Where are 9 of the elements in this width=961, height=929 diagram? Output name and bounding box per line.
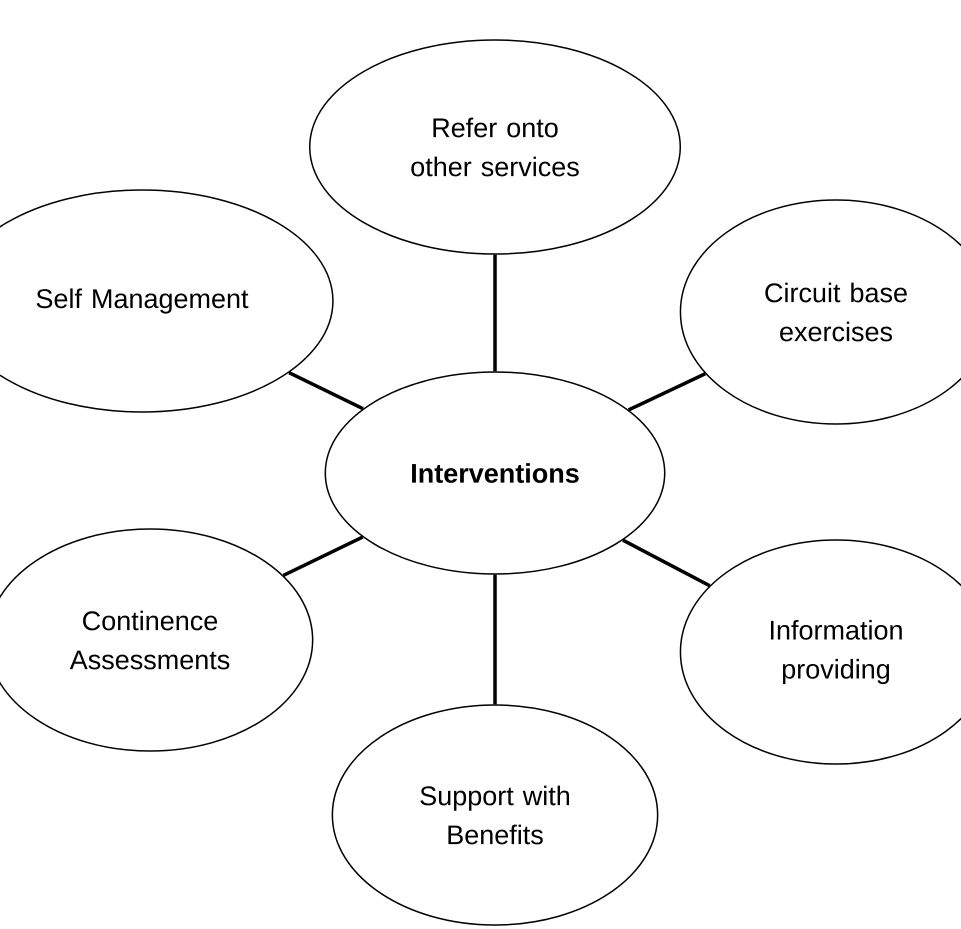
- ellipse-node: Interventions: [324, 371, 666, 575]
- connector-line: [622, 538, 710, 588]
- ellipse-node: Refer onto other services: [309, 39, 682, 255]
- connector-line: [493, 574, 497, 704]
- connector-line: [282, 536, 364, 578]
- connector-line: [493, 254, 497, 372]
- connector-line: [288, 371, 364, 410]
- ellipse-node: Support with Benefits: [332, 704, 658, 926]
- connector-line: [628, 372, 706, 412]
